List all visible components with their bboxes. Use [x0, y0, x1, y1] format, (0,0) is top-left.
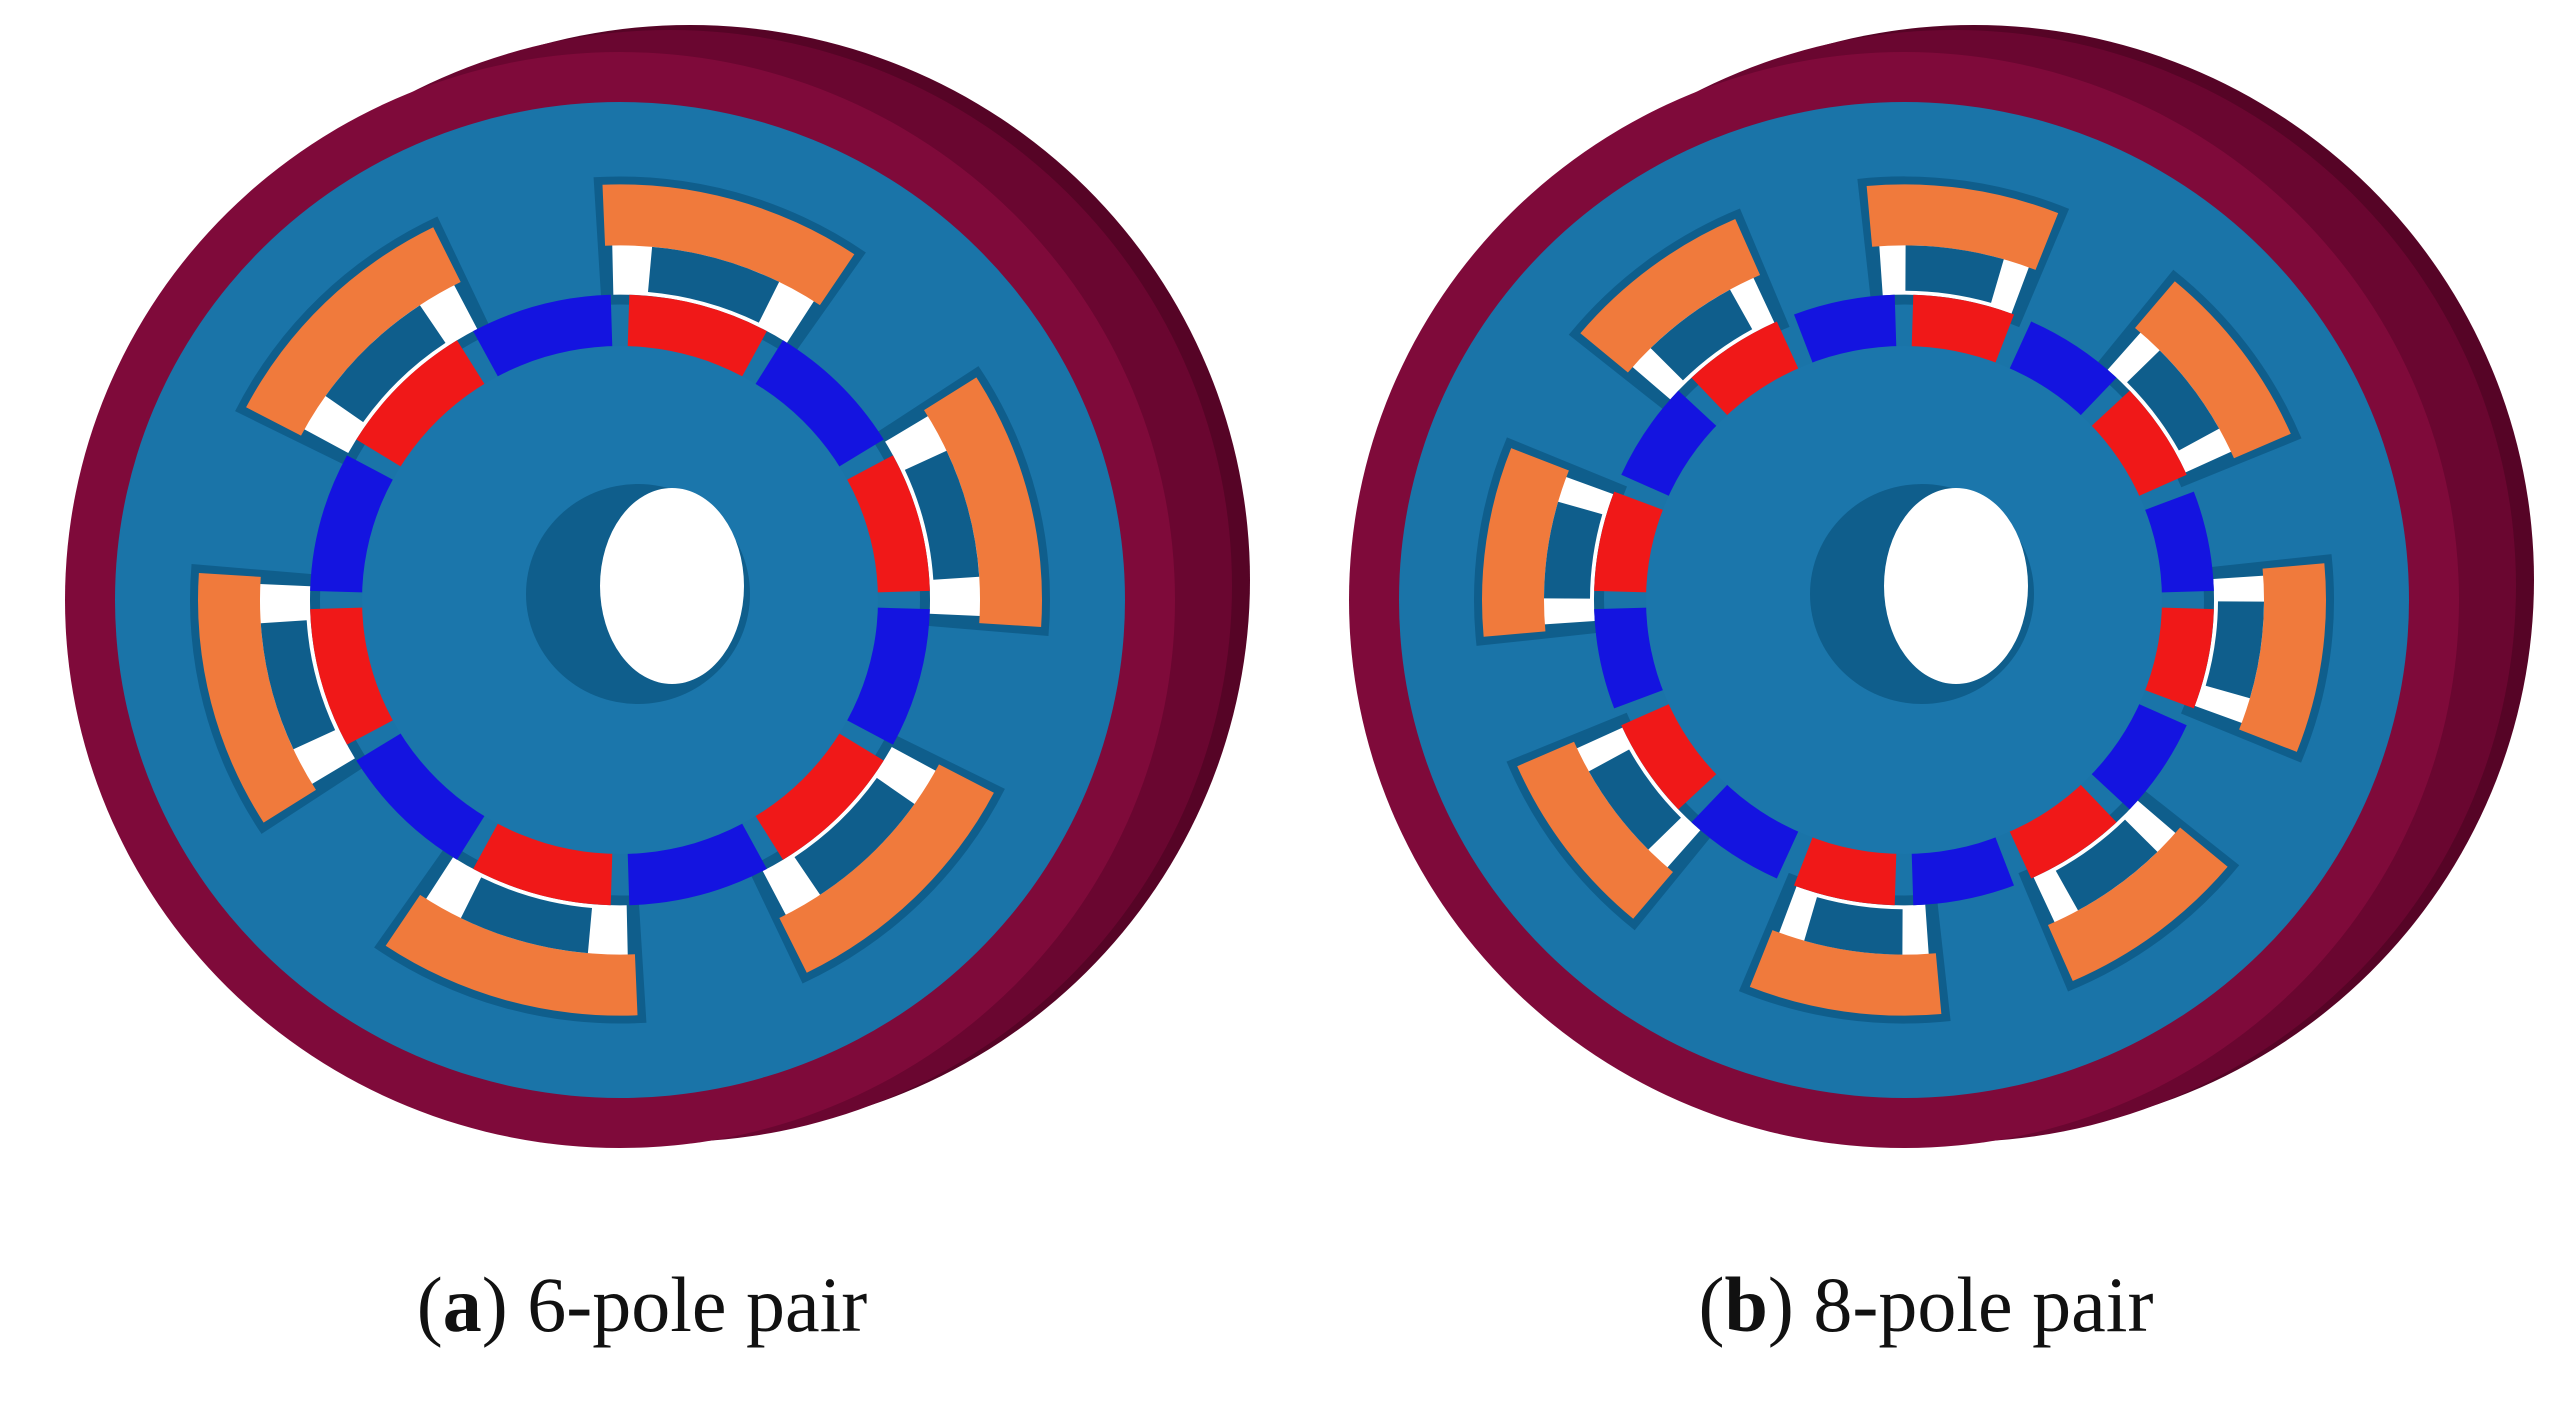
winding-coil [385, 894, 638, 1016]
figure-b: (b) 8-pole pair [1284, 0, 2568, 1411]
tooth-tip [2127, 350, 2220, 451]
winding-coil [198, 572, 316, 823]
tooth-tip [904, 450, 980, 580]
tooth-tip [1650, 289, 1753, 381]
magnet-red [627, 294, 767, 384]
magnet-red [751, 729, 884, 860]
motor-diagram-8-pole [1349, 25, 2534, 1148]
magnet-red [356, 340, 489, 471]
shaft-bore [1884, 488, 2028, 684]
magnet-blue [1621, 390, 1723, 499]
winding-coil [2239, 563, 2326, 752]
magnet-blue [356, 729, 489, 860]
tooth-tip [1905, 245, 2004, 303]
winding-coil [1482, 448, 1569, 637]
winding-coil [1749, 930, 1942, 1016]
magnet-red [1691, 321, 1802, 421]
magnet-blue [627, 816, 767, 906]
caption-letter-b: b [1724, 1261, 1768, 1348]
tooth-tip [2055, 819, 2158, 911]
motor-diagram-6-pole [65, 25, 1250, 1148]
magnet-red [473, 816, 613, 906]
tooth-tip [1804, 897, 1903, 955]
caption-a: (a) 6-pole pair [416, 1261, 868, 1348]
winding-coil [2135, 281, 2291, 459]
magnet-red [1621, 701, 1723, 810]
caption-text-b: 8-pole pair [1793, 1261, 2154, 1348]
tooth-tip [1588, 749, 1681, 850]
magnet-blue [2085, 701, 2187, 810]
tooth-tip [794, 777, 915, 895]
caption-text-a: 6-pole pair [507, 1261, 868, 1348]
figure-a: (a) 6-pole pair [65, 25, 1250, 1348]
caption-b: (b) 8-pole pair [1698, 1261, 2154, 1348]
magnet-blue [1691, 779, 1802, 879]
tooth-tip [1544, 501, 1603, 599]
winding-coil [246, 227, 461, 436]
magnet-blue [473, 294, 613, 384]
winding-coil [1517, 741, 1673, 919]
caption-letter-a: a [442, 1261, 482, 1348]
magnet-blue [840, 607, 930, 745]
tooth-tip [260, 620, 336, 750]
tooth-tip [2205, 601, 2264, 699]
winding-coil [1580, 219, 1761, 373]
magnet-blue [2006, 321, 2117, 421]
magnet-red [310, 607, 400, 745]
winding-coil [602, 184, 855, 306]
winding-coil [924, 377, 1042, 628]
tooth-tip [460, 877, 592, 954]
tooth-tip [648, 246, 780, 323]
magnet-red [2006, 779, 2117, 879]
winding-coil [1866, 184, 2059, 270]
shaft-bore [600, 488, 744, 684]
magnet-red [840, 455, 930, 593]
magnet-blue [310, 455, 400, 593]
winding-coil [2047, 827, 2228, 981]
magnet-blue [751, 340, 884, 471]
winding-coil [779, 764, 994, 973]
magnet-red [2085, 390, 2187, 499]
tooth-tip [325, 305, 446, 423]
